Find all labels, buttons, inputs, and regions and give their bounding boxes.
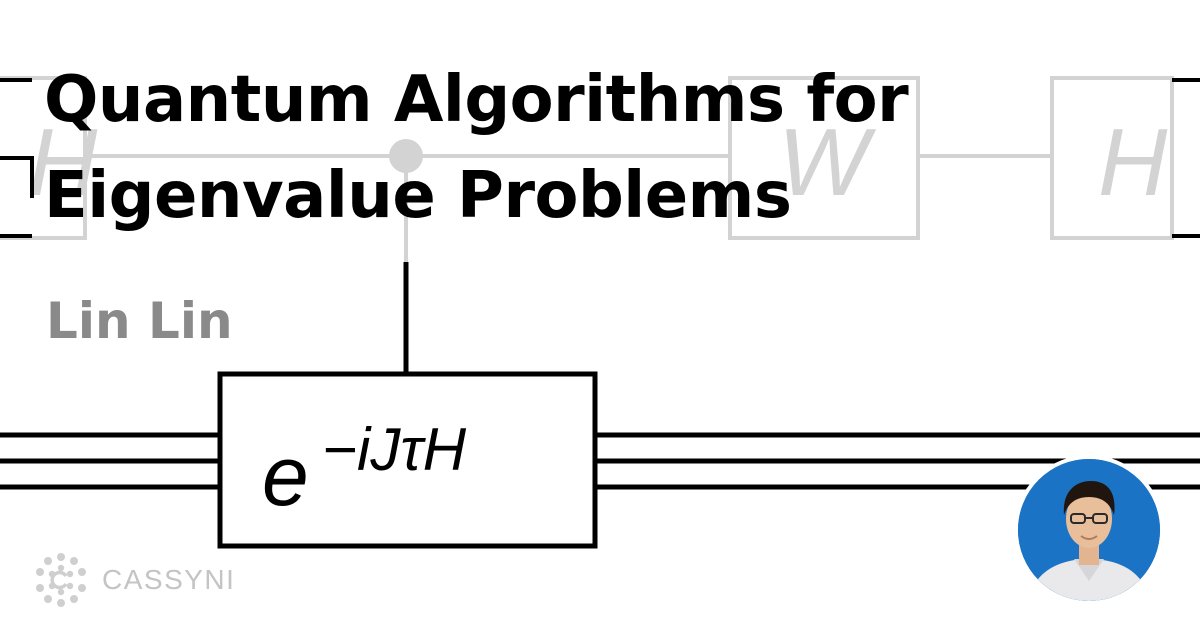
side-brackets	[0, 78, 1200, 238]
control-dot	[389, 139, 423, 173]
faded-gate-h-left: H	[28, 109, 98, 216]
brand: CASSYNI	[32, 550, 235, 610]
faded-gate-w: W	[778, 109, 877, 216]
gate-exponent: −iJτH	[322, 416, 467, 483]
faded-gate-h-right: H	[1098, 109, 1168, 216]
speaker-photo	[1018, 459, 1160, 601]
cassyni-logo-icon	[36, 553, 86, 607]
author-name: Lin Lin	[46, 292, 233, 350]
talk-title-line-2: Eigenvalue Problems	[44, 159, 792, 233]
talk-title: Quantum Algorithms for Eigenvalue Proble…	[44, 52, 909, 244]
evolution-gate-box	[217, 371, 598, 549]
gate-base: e	[262, 429, 309, 523]
brand-name: CASSYNI	[102, 564, 236, 595]
speaker-avatar	[1014, 455, 1164, 605]
talk-title-line-1: Quantum Algorithms for	[44, 63, 909, 137]
main-circuit	[0, 262, 1200, 549]
